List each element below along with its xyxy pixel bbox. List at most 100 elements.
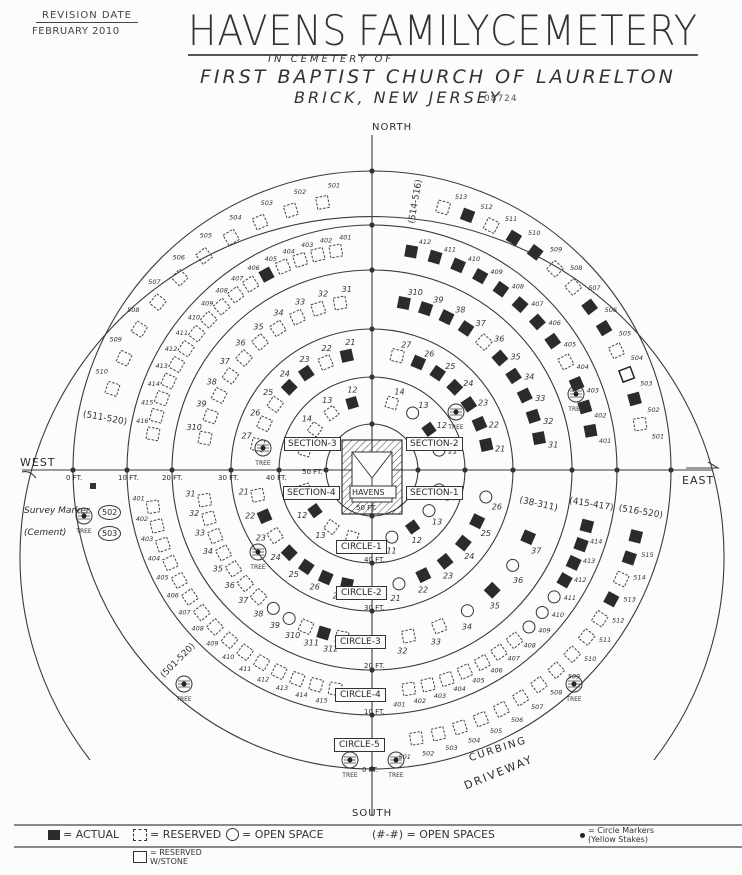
plot-northeast-501[interactable]: 501 (632, 416, 664, 441)
plot-southeast-406[interactable]: 406 (489, 643, 508, 674)
plot-southeast-22[interactable]: 22 (415, 567, 432, 595)
plot-southeast-402[interactable]: 402 (414, 676, 436, 706)
plot-northeast-502[interactable]: 502 (627, 391, 660, 414)
plot-northeast-12[interactable]: 12 (421, 421, 447, 438)
plot-southwest-311[interactable]: 311 (304, 625, 332, 648)
plot-northeast-404[interactable]: 404 (557, 352, 589, 371)
plot-southwest-24[interactable]: 24 (271, 544, 298, 562)
plot-southwest-12[interactable]: 12 (297, 502, 323, 520)
plot-northeast-33[interactable]: 33 (516, 387, 546, 404)
plot-northwest-505[interactable]: 505 (195, 232, 214, 266)
plot-northeast-513[interactable]: 513 (435, 193, 468, 216)
plot-southeast-407[interactable]: 407 (505, 631, 524, 663)
plot-northeast-412[interactable]: 412 (404, 238, 431, 259)
plot-southeast-410[interactable]: 410 (547, 590, 564, 619)
plot-southeast-412[interactable]: 412 (565, 554, 587, 584)
plot-southeast-512[interactable]: 512 (603, 591, 624, 624)
plot-northwest-26[interactable]: 26 (250, 409, 274, 433)
plot-southeast-25[interactable]: 25 (469, 513, 491, 538)
plot-northeast-505[interactable]: 505 (595, 319, 631, 337)
plot-northwest-507[interactable]: 507 (148, 278, 168, 312)
plot-northwest-24[interactable]: 24 (280, 370, 298, 396)
plot-northeast-23[interactable]: 23 (460, 395, 489, 413)
plot-southeast-32[interactable]: 32 (397, 628, 417, 656)
plot-northwest-21[interactable]: 21 (339, 338, 356, 363)
plot-southeast-507[interactable]: 507 (529, 675, 549, 711)
plot-southeast-403[interactable]: 403 (434, 670, 456, 700)
plot-southwest-407[interactable]: 407 (178, 603, 211, 622)
plot-northeast-407[interactable]: 407 (511, 296, 545, 314)
plot-northwest-503[interactable]: 503 (251, 199, 273, 231)
plot-northwest-409[interactable]: 409 (199, 299, 218, 329)
plot-northwest-407[interactable]: 407 (226, 275, 245, 304)
plot-northeast-508[interactable]: 508 (545, 259, 583, 278)
plot-northwest-415[interactable]: 415 (141, 398, 165, 424)
plot-northwest-39[interactable]: 39 (196, 400, 219, 425)
plot-northeast-21[interactable]: 21 (479, 437, 505, 454)
plot-northeast-39[interactable]: 39 (418, 295, 443, 317)
plot-southwest-35[interactable]: 35 (213, 559, 243, 578)
plot-northwest-31[interactable]: 31 (332, 285, 352, 311)
plot-northwest-402[interactable]: 402 (309, 237, 333, 263)
plot-southwest-36[interactable]: 36 (225, 574, 255, 593)
plot-northeast-405[interactable]: 405 (544, 332, 576, 350)
plot-northwest-411[interactable]: 411 (176, 329, 196, 358)
plot-northeast-38[interactable]: 38 (438, 306, 466, 326)
plot-northwest-12[interactable]: 12 (345, 385, 359, 410)
plot-northeast-409[interactable]: 409 (472, 268, 503, 285)
plot-northeast-35[interactable]: 35 (491, 349, 521, 367)
plot-northeast-26[interactable]: 26 (410, 349, 434, 371)
plot-southeast-35[interactable]: 35 (483, 581, 501, 611)
plot-northeast-410[interactable]: 410 (450, 255, 480, 274)
plot-northwest-14[interactable]: 14 (302, 414, 324, 438)
plot-northeast-31[interactable]: 31 (531, 431, 558, 450)
plot-southwest-22[interactable]: 22 (245, 508, 273, 525)
plot-northeast-510[interactable]: 510 (505, 229, 541, 247)
plot-southeast-411[interactable]: 411 (556, 572, 576, 602)
plot-southwest-404[interactable]: 404 (148, 554, 179, 572)
plot-southeast-504[interactable]: 504 (468, 710, 490, 744)
plot-southwest-403[interactable]: 403 (141, 535, 172, 554)
plot-southeast-514[interactable]: 514 (621, 550, 646, 582)
plot-southwest-32[interactable]: 32 (189, 509, 218, 527)
plot-southeast-409[interactable]: 409 (535, 606, 551, 635)
plot-southeast-513[interactable]: 513 (612, 570, 636, 603)
plot-southwest-410[interactable]: 410 (222, 643, 255, 662)
plot-northeast-37[interactable]: 37 (457, 319, 487, 337)
plot-southeast-510[interactable]: 510 (577, 627, 596, 663)
plot-northwest-33[interactable]: 33 (288, 298, 307, 326)
plot-northwest-413[interactable]: 413 (155, 362, 178, 390)
plot-northeast-34[interactable]: 34 (505, 367, 534, 385)
plot-southeast-505[interactable]: 505 (490, 700, 511, 735)
plot-southeast-34[interactable]: 34 (460, 604, 474, 632)
plot-northeast-32[interactable]: 32 (525, 408, 554, 426)
plot-northeast-406[interactable]: 406 (528, 313, 561, 331)
plot-southeast-11[interactable]: 11 (385, 530, 399, 556)
plot-southwest-38[interactable]: 38 (253, 601, 280, 618)
plot-southeast-404[interactable]: 404 (453, 663, 474, 693)
plot-southeast-405[interactable]: 405 (472, 653, 492, 685)
plot-southeast-37[interactable]: 37 (520, 529, 542, 556)
plot-northeast-504[interactable]: 504 (607, 342, 643, 362)
plot-southwest-310[interactable]: 310 (285, 618, 315, 640)
plot-southeast-408[interactable]: 408 (522, 620, 536, 649)
plot-northeast-408[interactable]: 408 (492, 280, 525, 298)
plot-northeast-402[interactable]: 402 (577, 399, 607, 420)
plot-northeast-22[interactable]: 22 (471, 415, 499, 432)
plot-northwest-310[interactable]: 310 (187, 423, 213, 446)
plot-northeast-401[interactable]: 401 (583, 423, 612, 445)
plot-northwest-508[interactable]: 508 (127, 306, 149, 339)
plot-northwest-416[interactable]: 416 (136, 417, 161, 442)
plot-northeast-13[interactable]: 13 (406, 401, 429, 420)
plot-southwest-25[interactable]: 25 (289, 558, 315, 579)
plot-southwest-31[interactable]: 31 (185, 489, 213, 508)
plot-southwest-33[interactable]: 33 (195, 527, 224, 545)
plot-northwest-404[interactable]: 404 (274, 247, 295, 276)
plot-southeast-24[interactable]: 24 (454, 534, 474, 562)
plot-southwest-406[interactable]: 406 (167, 587, 199, 606)
plot-northwest-501[interactable]: 501 (315, 182, 341, 211)
plot-northwest-403[interactable]: 403 (291, 241, 314, 269)
plot-southwest-409[interactable]: 409 (206, 631, 239, 650)
plot-southeast-21[interactable]: 21 (391, 577, 406, 603)
plot-northeast-512[interactable]: 512 (459, 203, 493, 224)
